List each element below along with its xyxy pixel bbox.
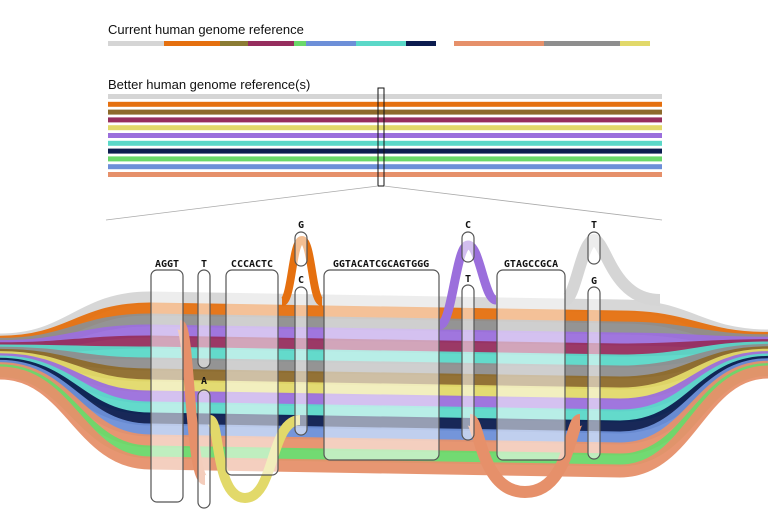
node-box-c [461, 231, 475, 263]
node-box-g [294, 231, 308, 267]
node-label-gtagccgca: GTAGCCGCA [504, 259, 558, 270]
current-reference-bar [108, 41, 650, 46]
better-reference-title: Better human genome reference(s) [108, 77, 311, 92]
node-box-c [294, 286, 308, 436]
better-strand-blue [108, 164, 662, 170]
reference-segment-grey [544, 41, 620, 46]
reference-segment-maroon [248, 41, 294, 46]
reference-segment-olive [220, 41, 248, 46]
node-label-c: C [465, 220, 471, 231]
node-box-cccactc [225, 269, 279, 476]
better-strand-navy [108, 148, 662, 154]
node-label-t: T [201, 259, 207, 270]
allele-bubble-yellow [205, 415, 302, 504]
zoom-window [377, 87, 385, 187]
node-box-t [461, 284, 475, 441]
better-strand-grey_light [108, 94, 662, 99]
better-strand-green [108, 156, 662, 162]
reference-segment-orange [164, 41, 220, 46]
better-reference-strands [108, 94, 662, 177]
node-box-aggt [150, 269, 184, 503]
node-box-ggtacatcgcagtggg [323, 269, 440, 461]
zoom-line-left [105, 185, 379, 221]
zoom-line-right [383, 185, 663, 221]
node-label-ggtacatcgcagtggg: GGTACATCGCAGTGGG [333, 259, 429, 270]
node-label-t: T [591, 220, 597, 231]
better-strand-brown [108, 109, 662, 115]
node-label-aggt: AGGT [155, 259, 179, 270]
better-strand-yellow [108, 125, 662, 131]
reference-segment-yellow [620, 41, 650, 46]
node-label-g: G [298, 220, 304, 231]
node-box-t [587, 231, 601, 265]
node-label-g: G [591, 276, 597, 287]
graph-path-salmon [0, 365, 768, 478]
reference-segment-navy [406, 41, 436, 46]
node-label-a: A [201, 376, 207, 387]
node-label-c: C [298, 275, 304, 286]
better-strand-teal [108, 140, 662, 146]
reference-segment-blue [306, 41, 356, 46]
node-box-g [587, 286, 601, 460]
node-box-a [197, 389, 211, 509]
node-label-t: T [465, 274, 471, 285]
better-strand-salmon [108, 172, 662, 177]
reference-segment-grey_light [108, 41, 164, 46]
variation-graph-nodes: AGGT T A CCCACTC G C GGTACATCGCAGTGGG C T GTAGCCG… [150, 220, 601, 509]
better-strand-orange [108, 101, 662, 107]
node-box-gtagccgca [496, 269, 566, 461]
node-label-cccactc: CCCACTC [231, 259, 273, 270]
current-reference-title: Current human genome reference [108, 22, 304, 37]
better-strand-maroon [108, 117, 662, 123]
allele-bubble-t [562, 233, 661, 306]
node-box-t [197, 269, 211, 369]
allele-bubble-salmon [466, 414, 584, 499]
reference-segment-salmon [454, 41, 544, 46]
better-strand-purple [108, 133, 662, 138]
reference-segment-green [294, 41, 306, 46]
reference-segment-teal [356, 41, 406, 46]
